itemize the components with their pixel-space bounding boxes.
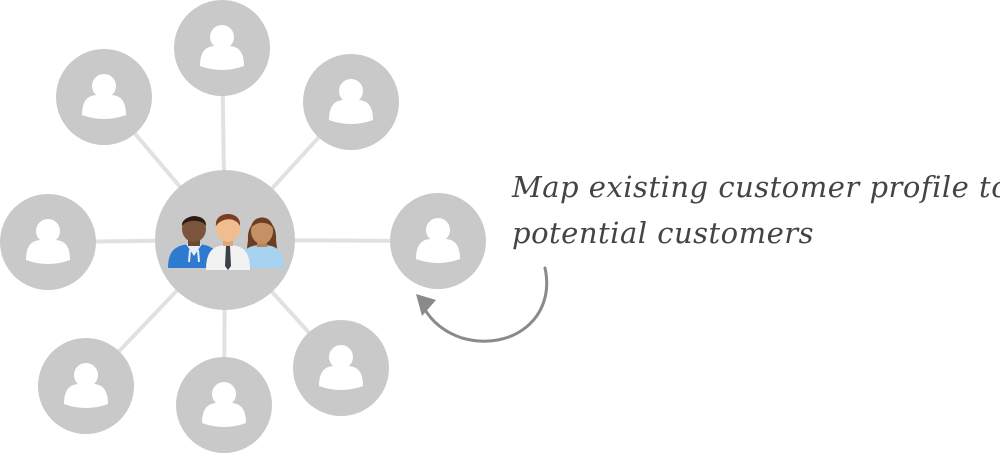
person-node-bottom	[176, 357, 272, 453]
person-node-right	[390, 193, 486, 289]
center-customer-group-node	[155, 170, 295, 310]
caption-line-2: potential customers	[512, 216, 815, 250]
person-node-top	[174, 0, 270, 96]
curved-arrow-icon	[416, 266, 549, 343]
customer-man-tie-icon	[206, 214, 250, 270]
customer-woman-icon	[240, 217, 284, 268]
annotation-caption: Map existing customer profile to potenti…	[512, 164, 1000, 256]
person-node-top-left	[56, 49, 152, 145]
customer-group-icon	[168, 214, 284, 270]
person-node-left	[0, 194, 96, 290]
person-node-bottom-left	[38, 338, 134, 434]
caption-line-1: Map existing customer profile to	[512, 170, 1000, 204]
person-node-bottom-right	[293, 320, 389, 416]
person-node-top-right	[303, 54, 399, 150]
